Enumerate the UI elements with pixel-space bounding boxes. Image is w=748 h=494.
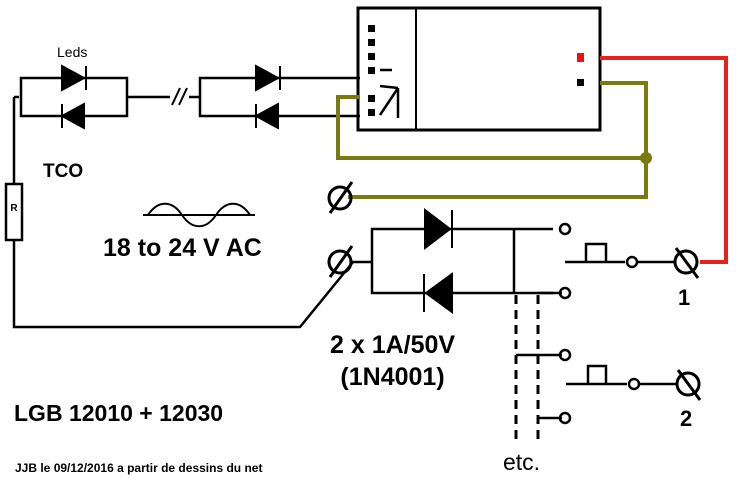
red-led-mark: [577, 53, 584, 62]
bridge-diodes: [423, 207, 453, 314]
tco-label: TCO: [43, 161, 84, 182]
red-wire: [600, 56, 728, 264]
terminal-out-1: [673, 247, 700, 279]
bus-solid: [516, 291, 562, 420]
terminal-out-2: [675, 369, 702, 401]
push-button-1: [558, 222, 675, 300]
output-2-label: 2: [680, 406, 693, 431]
diodes-rating: 2 x 1A/50V: [330, 331, 456, 359]
wire-break-marks: [171, 87, 188, 106]
terminal-ac-top: [327, 181, 354, 214]
diodes-label: 2 x 1A/50V (1N4001): [330, 329, 455, 393]
tco-switch-symbol: [378, 68, 400, 118]
tco-box: [356, 6, 602, 132]
diodes-part: (1N4001): [340, 363, 445, 391]
etc-label: etc.: [503, 449, 541, 475]
terminal-ac-bottom: [327, 245, 354, 278]
led-pair-left: [14, 76, 170, 118]
olive-wire: [336, 81, 648, 199]
led-diodes-left: [59, 64, 87, 130]
resistor-loop-wire: [12, 97, 354, 329]
ac-wave-symbol: [143, 202, 255, 228]
output-1-label: 1: [678, 285, 691, 310]
olive-junction: [640, 152, 652, 164]
led-diodes-right: [253, 64, 281, 130]
resistor: [4, 182, 24, 242]
resistor-label: R: [10, 203, 18, 214]
credit-label: JJB le 09/12/2016 a partir de dessins du…: [15, 461, 263, 475]
voltage-label: 18 to 24 V AC: [103, 234, 262, 262]
tco-terminals: [368, 25, 584, 116]
model-label: LGB 12010 + 12030: [14, 400, 224, 426]
diode-bridge-wires: [351, 227, 553, 295]
push-button-2: [558, 348, 677, 425]
leds-label: Leds: [57, 44, 88, 60]
bus-dashed: [514, 295, 540, 445]
